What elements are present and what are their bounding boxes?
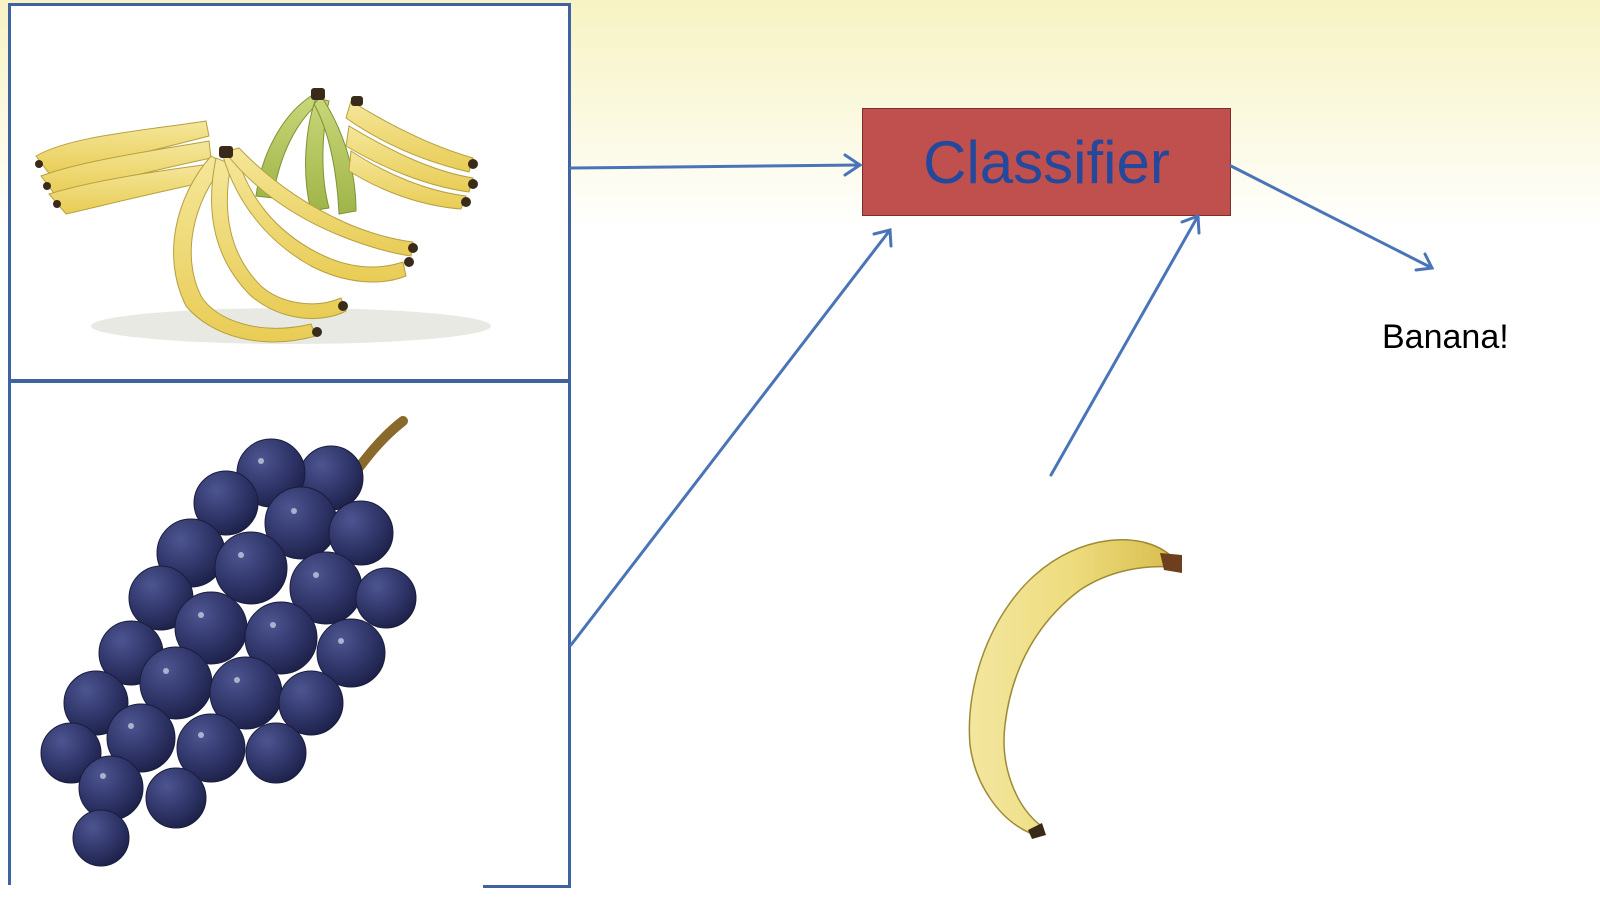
arrow-bananas-to-classifier	[571, 165, 860, 168]
arrow-grapes-to-classifier	[571, 230, 890, 645]
arrow-classifier-to-output	[1231, 166, 1432, 268]
arrow-test-to-classifier	[1051, 216, 1198, 475]
